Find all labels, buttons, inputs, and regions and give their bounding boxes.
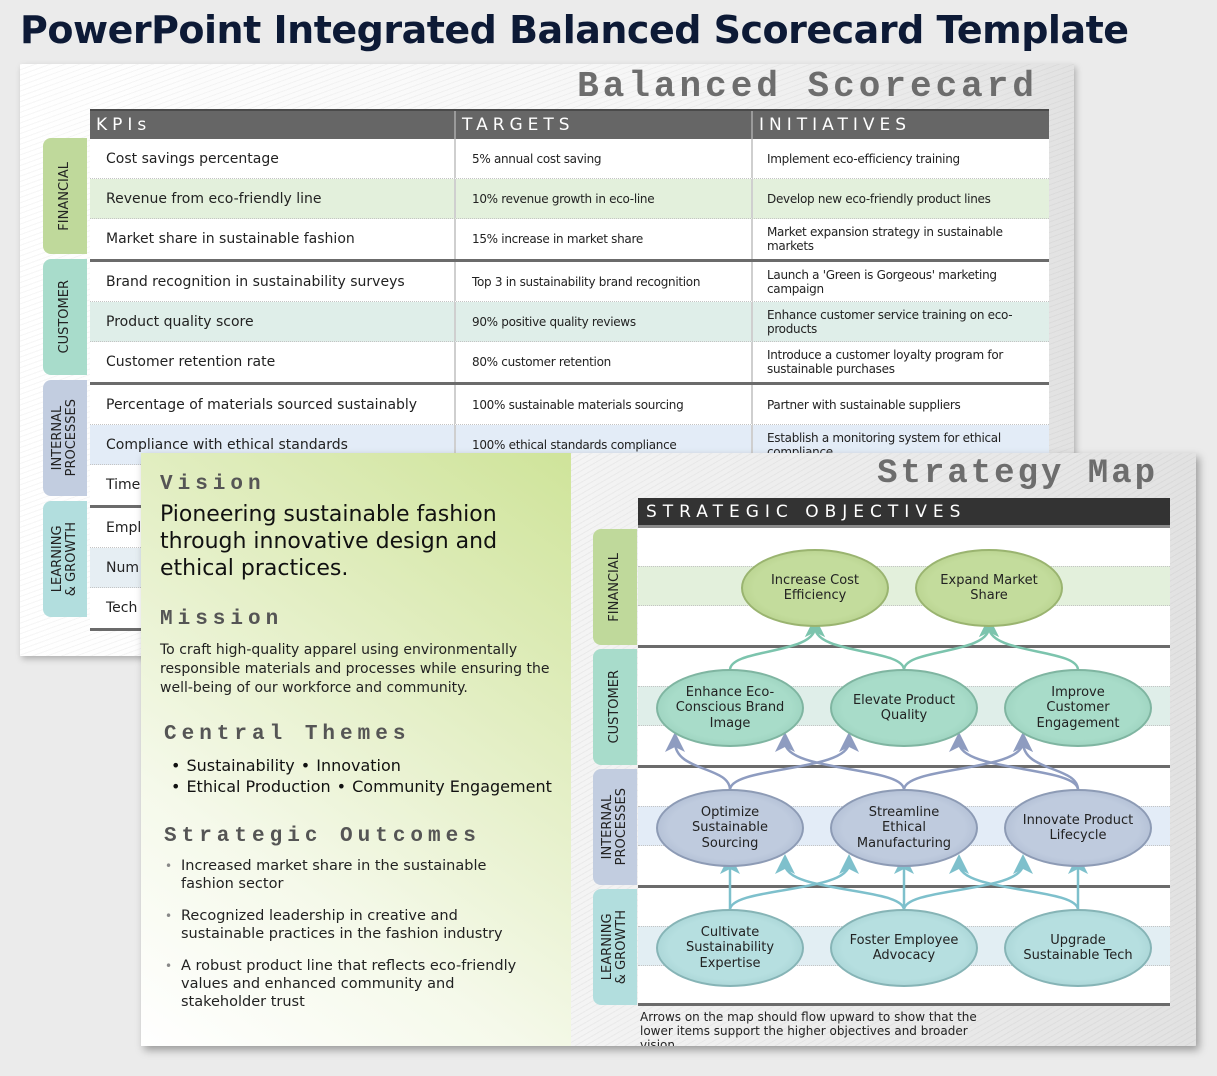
kpi-cell: Brand recognition in sustainability surv… — [90, 262, 456, 301]
connector-arrow — [805, 617, 906, 671]
map-tab-financial: FINANCIAL — [593, 529, 637, 645]
objective-customer: Elevate Product Quality — [830, 669, 978, 747]
theme-item: Sustainability — [186, 756, 295, 775]
outcome-item: Increased market share in the sustainabl… — [165, 857, 525, 893]
objective-learning: Foster Employee Advocacy — [830, 909, 978, 987]
scorecard-title: Balanced Scorecard — [577, 66, 1038, 107]
outcome-item: A robust product line that reflects eco-… — [165, 957, 525, 1011]
connector-arrow — [902, 854, 1033, 911]
connector-arrow — [665, 732, 732, 791]
tab-internal-processes: INTERNAL PROCESSES — [43, 380, 87, 496]
scorecard-group: Brand recognition in sustainability surv… — [90, 262, 1049, 385]
kpi-cell: Revenue from eco-friendly line — [90, 179, 456, 218]
mission-text: To craft high-quality apparel using envi… — [160, 642, 550, 696]
kpi-cell: Product quality score — [90, 302, 456, 341]
connector-arrow — [728, 617, 825, 671]
connector-arrow — [728, 854, 859, 911]
vision-text: Pioneering sustainable fashion through i… — [160, 502, 498, 581]
table-row: Percentage of materials sourced sustaina… — [90, 385, 1049, 425]
table-row: Brand recognition in sustainability surv… — [90, 262, 1049, 302]
header-initiatives: INITIATIVES — [759, 115, 912, 135]
header-targets: TARGETS — [456, 111, 753, 139]
target-cell: 90% positive quality reviews — [456, 302, 753, 341]
objective-customer: Enhance Eco-Conscious Brand Image — [656, 669, 804, 747]
target-cell: 100% ethical standards compliance — [456, 425, 753, 464]
band-financial — [638, 528, 1170, 648]
objective-internal: Streamline Ethical Manufacturing — [830, 789, 978, 867]
kpi-cell: Cost savings percentage — [90, 139, 456, 178]
connector-arrow — [775, 732, 906, 791]
theme-item: Ethical Production — [186, 777, 331, 796]
initiative-cell: Develop new eco-friendly product lines — [767, 191, 991, 206]
kpi-cell: Compliance with ethical standards — [90, 425, 456, 464]
strategy-map-slide: Vision Pioneering sustainable fashion th… — [141, 453, 1196, 1046]
page-title: PowerPoint Integrated Balanced Scorecard… — [20, 8, 1129, 52]
objective-customer: Improve Customer Engagement — [1004, 669, 1152, 747]
initiative-cell: Launch a 'Green is Gorgeous' marketing c… — [767, 267, 997, 296]
objective-learning: Cultivate Sustainability Expertise — [656, 909, 804, 987]
connector-arrow — [728, 732, 859, 791]
initiative-cell: Implement eco-efficiency training — [767, 151, 960, 166]
outcome-item: Recognized leadership in creative and su… — [165, 907, 525, 943]
connector-arrows — [665, 617, 1088, 911]
connector-arrow — [949, 732, 1080, 791]
initiative-cell: Enhance customer service training on eco… — [767, 307, 1013, 336]
mission-heading: Mission — [160, 608, 284, 631]
map-tab-learning-growth: LEARNING & GROWTH — [593, 889, 637, 1005]
map-tab-customer: CUSTOMER — [593, 649, 637, 765]
themes-list: •Sustainability•Innovation •Ethical Prod… — [171, 756, 552, 796]
theme-item: Innovation — [316, 756, 401, 775]
scorecard-header: KPIs TARGETS INITIATIVES — [90, 109, 1049, 139]
target-cell: 5% annual cost saving — [456, 139, 753, 178]
target-cell: 15% increase in market share — [456, 219, 753, 259]
strategy-map-title: Strategy Map — [877, 455, 1158, 493]
outcomes-heading: Strategic Outcomes — [164, 825, 481, 848]
connector-arrow — [949, 854, 1080, 911]
connector-arrow — [902, 617, 999, 671]
theme-item: Community Engagement — [352, 777, 552, 796]
objective-learning: Upgrade Sustainable Tech — [1004, 909, 1152, 987]
kpi-cell: Market share in sustainable fashion — [90, 219, 456, 259]
kpi-cell: Customer retention rate — [90, 342, 456, 382]
target-cell: 100% sustainable materials sourcing — [456, 385, 753, 424]
objective-financial: Increase Cost Efficiency — [741, 549, 889, 627]
initiative-cell: Introduce a customer loyalty program for… — [767, 348, 1003, 376]
initiative-cell: Partner with sustainable suppliers — [767, 397, 961, 412]
target-cell: Top 3 in sustainability brand recognitio… — [456, 262, 753, 301]
connector-arrow — [1013, 732, 1080, 791]
initiative-cell: Market expansion strategy in sustainable… — [767, 225, 1003, 253]
objective-internal: Optimize Sustainable Sourcing — [656, 789, 804, 867]
strategy-panel: Vision Pioneering sustainable fashion th… — [141, 453, 571, 1046]
vision-heading: Vision — [160, 473, 266, 496]
kpi-cell: Percentage of materials sourced sustaina… — [90, 385, 456, 424]
connector-arrow — [775, 854, 906, 911]
target-cell: 10% revenue growth in eco-line — [456, 179, 753, 218]
tab-financial: FINANCIAL — [43, 138, 87, 254]
themes-heading: Central Themes — [164, 723, 411, 746]
connector-arrow — [979, 617, 1080, 671]
outcomes-list: Increased market share in the sustainabl… — [165, 857, 525, 1025]
target-cell: 80% customer retention — [456, 342, 753, 382]
objective-financial: Expand Market Share — [915, 549, 1063, 627]
footnote-text: Arrows on the map should flow upward to … — [640, 1010, 977, 1046]
tab-learning-growth: LEARNING & GROWTH — [43, 501, 87, 617]
strategic-objectives-header: STRATEGIC OBJECTIVES — [638, 498, 1170, 528]
map-tab-internal-processes: INTERNAL PROCESSES — [593, 769, 637, 885]
header-kpis: KPIs — [90, 111, 456, 139]
map-footnote: Arrows on the map should flow upward to … — [640, 1010, 990, 1046]
tab-customer: CUSTOMER — [43, 259, 87, 375]
objective-internal: Innovate Product Lifecycle — [1004, 789, 1152, 867]
